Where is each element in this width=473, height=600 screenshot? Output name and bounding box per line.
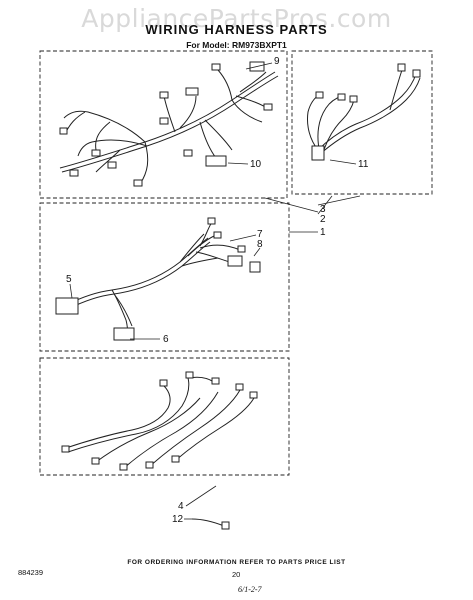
- callout-3: 3: [320, 204, 326, 215]
- model-label: For Model: RM973BXPT1: [186, 40, 287, 50]
- callout-9: 9: [274, 56, 280, 67]
- ordering-info: FOR ORDERING INFORMATION REFER TO PARTS …: [127, 559, 346, 566]
- panel-main-harness: [39, 50, 288, 199]
- callout-7: 7: [257, 229, 263, 240]
- panel-lower-harness: [39, 357, 290, 476]
- callout-11: 11: [358, 159, 369, 170]
- main-harness-connectors: [59, 61, 273, 187]
- callout-6: 6: [163, 334, 169, 345]
- part-12-drawing: [191, 518, 230, 530]
- callout-12: 12: [172, 514, 184, 525]
- page-number: 20: [232, 570, 241, 579]
- middle-harness-connectors: [55, 217, 261, 341]
- leader-lines: [69, 62, 361, 520]
- small-harness-drawing: [307, 69, 421, 157]
- main-harness-drawing: [59, 69, 279, 185]
- callout-1: 1: [320, 227, 326, 238]
- document-number: 884239: [18, 568, 44, 577]
- watermark-text: AppliancePartsPros.com: [81, 4, 392, 33]
- panel-small-harness: [291, 50, 433, 195]
- callout-2: 2: [320, 214, 326, 225]
- panel-middle-harness: [39, 202, 290, 352]
- lower-harness-drawing: [65, 376, 255, 469]
- callout-5: 5: [66, 274, 72, 285]
- handwritten-note: 6/1-2-7: [238, 585, 262, 594]
- lower-harness-connectors: [61, 371, 258, 471]
- small-harness-connectors: [311, 63, 421, 161]
- callout-10: 10: [250, 159, 262, 170]
- middle-harness-drawing: [65, 221, 241, 339]
- callout-8: 8: [257, 239, 263, 250]
- page-title: WIRING HARNESS PARTS: [145, 22, 328, 37]
- callout-4: 4: [178, 501, 184, 512]
